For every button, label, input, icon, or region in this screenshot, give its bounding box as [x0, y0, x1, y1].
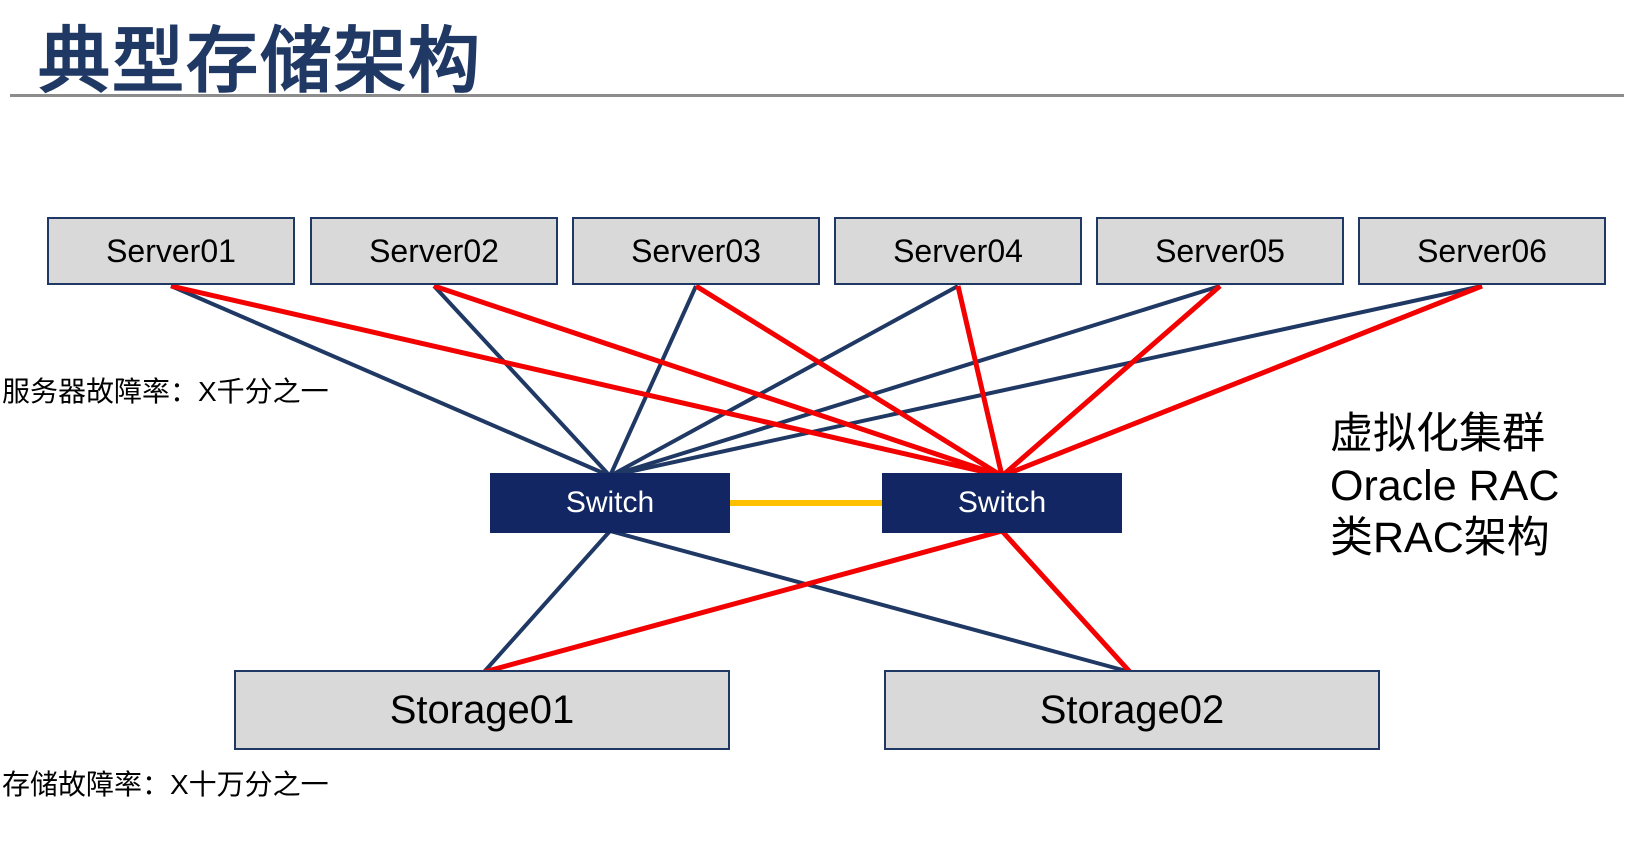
- cluster-note-line-1: 虚拟化集群: [1330, 410, 1545, 458]
- cluster-note-line-2: Oracle RAC: [1330, 462, 1560, 510]
- edge-server02-switch1_top: [432, 284, 612, 478]
- edge-server02-switch2_top: [433, 283, 1003, 479]
- node-storage01: Storage01: [234, 670, 730, 750]
- node-storage02: Storage02: [884, 670, 1380, 750]
- switch1-label: Switch: [565, 486, 655, 519]
- server-failure-rate-label: 服务器故障率：X千分之一: [2, 376, 329, 407]
- edge-switch2_bottom-storage02_top: [1000, 529, 1132, 674]
- edge-server03-switch2_top: [694, 283, 1004, 479]
- storage02-label: Storage02: [1039, 687, 1225, 732]
- server01-label: Server01: [106, 232, 236, 269]
- page-title: 典型存储架构: [38, 22, 483, 102]
- storage-failure-rate-label: 存储故障率：X十万分之一: [2, 769, 329, 800]
- cluster-note-line-3: 类RAC架构: [1330, 514, 1550, 562]
- node-server06: Server06: [1358, 217, 1606, 285]
- server05-label: Server05: [1155, 232, 1285, 269]
- node-switch1: Switch: [490, 473, 730, 533]
- edge-switch1_bottom-storage01_top: [482, 529, 612, 674]
- server03-label: Server03: [631, 232, 761, 269]
- edge-server05-switch2_top: [1000, 284, 1222, 478]
- server06-label: Server06: [1417, 232, 1547, 269]
- switch2-label: Switch: [957, 486, 1047, 519]
- node-server03: Server03: [572, 217, 820, 285]
- edge-server04-switch1_top: [609, 284, 959, 478]
- storage01-label: Storage01: [389, 687, 575, 732]
- edge-server05-switch1_top: [609, 284, 1221, 478]
- edge-switch2_bottom-storage01_top: [483, 528, 1003, 675]
- node-switch2: Switch: [882, 473, 1122, 533]
- title-divider: [10, 94, 1624, 97]
- server02-label: Server02: [369, 232, 499, 269]
- node-server02: Server02: [310, 217, 558, 285]
- cluster-note: 虚拟化集群 Oracle RAC 类RAC架构: [1330, 408, 1559, 564]
- node-server04: Server04: [834, 217, 1082, 285]
- edge-switch1_bottom-storage02_top: [609, 529, 1131, 674]
- node-server01: Server01: [47, 217, 295, 285]
- server04-label: Server04: [893, 232, 1023, 269]
- edge-server04-switch2_top: [955, 285, 1005, 477]
- edge-server03-switch1_top: [608, 285, 698, 477]
- node-server05: Server05: [1096, 217, 1344, 285]
